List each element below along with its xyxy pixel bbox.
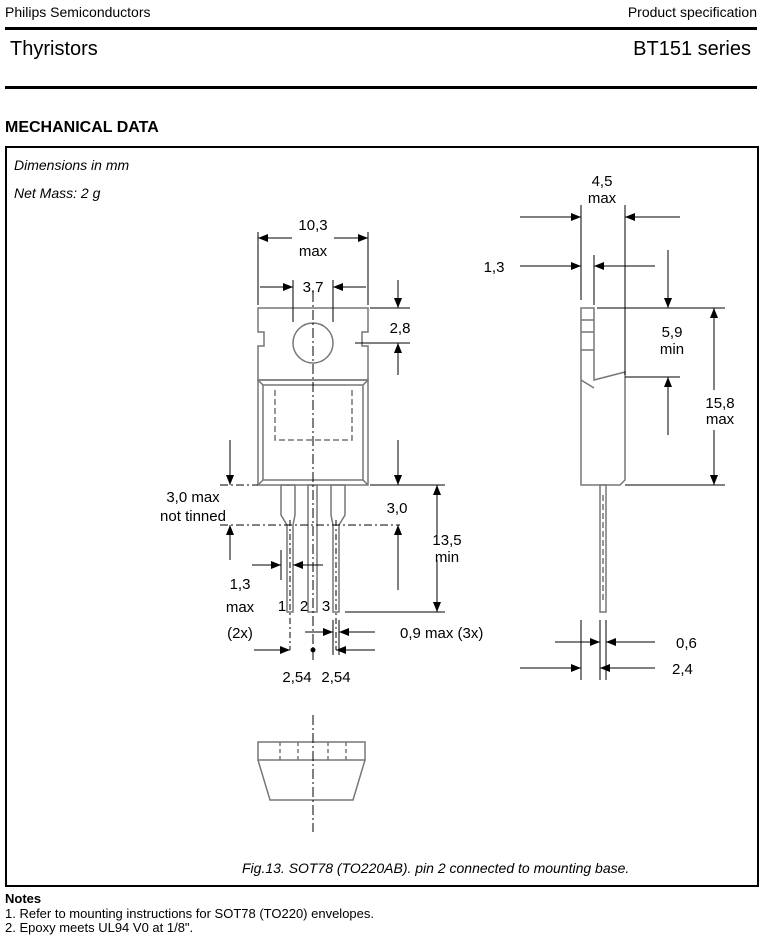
label-shoulder: 3,0: [387, 500, 408, 517]
label-tab-height: 5,9: [662, 324, 683, 341]
bottom-view: [257, 741, 366, 801]
label-thickness-tol: max: [588, 190, 617, 207]
label-lead-width-tol: max: [226, 599, 255, 616]
label-width-tol: max: [299, 243, 328, 260]
doc-type: Product specification: [627, 4, 757, 20]
pin-1-label: 1: [278, 598, 286, 615]
label-lead-th: 0,6: [676, 635, 697, 652]
note-2: 2. Epoxy meets UL94 V0 at 1/8".: [5, 920, 194, 935]
company-name: Philips Semiconductors: [5, 4, 151, 20]
pin-2-label: 2: [300, 598, 308, 615]
label-hole-pos: 2,8: [390, 320, 411, 337]
label-not-tinned-1: 3,0 max: [166, 489, 220, 506]
label-tab-thickness: 1,3: [484, 259, 505, 276]
figure-caption: Fig.13. SOT78 (TO220AB). pin 2 connected…: [242, 860, 630, 876]
product-family: Thyristors: [10, 38, 98, 60]
series-name: BT151 series: [633, 38, 751, 60]
label-pitch-2: 2,54: [321, 669, 350, 686]
label-lead-thickness: 0,9 max (3x): [400, 625, 483, 642]
label-lead-width: 1,3: [230, 576, 251, 593]
notes-title: Notes: [5, 891, 42, 906]
label-lead-length: 13,5: [432, 532, 461, 549]
label-hole: 3,7: [303, 279, 324, 296]
label-lead-offset: 2,4: [672, 661, 693, 678]
label-not-tinned-2: not tinned: [160, 508, 226, 525]
label-pitch-1: 2,54: [282, 669, 311, 686]
header-rule: [5, 27, 757, 30]
dimension-labels: 10,3 max 3,7 2,8 3,0 max not tinned 3,0 …: [160, 173, 735, 686]
label-lead-length-tol: min: [435, 549, 459, 566]
label-body-height-tol: max: [706, 411, 735, 428]
dimensions-unit: Dimensions in mm: [14, 157, 130, 173]
net-mass: Net Mass: 2 g: [14, 185, 101, 201]
note-1: 1. Refer to mounting instructions for SO…: [5, 906, 374, 921]
header-rule-2: [5, 86, 757, 89]
label-lead-width-count: (2x): [227, 625, 253, 642]
label-tab-height-tol: min: [660, 341, 684, 358]
label-width: 10,3: [298, 217, 327, 234]
figure-frame: [5, 146, 759, 887]
pin-3-label: 3: [322, 598, 330, 615]
label-thickness: 4,5: [592, 173, 613, 190]
label-body-height: 15,8: [705, 395, 734, 412]
side-view: [580, 307, 626, 613]
section-title: MECHANICAL DATA: [5, 119, 159, 136]
